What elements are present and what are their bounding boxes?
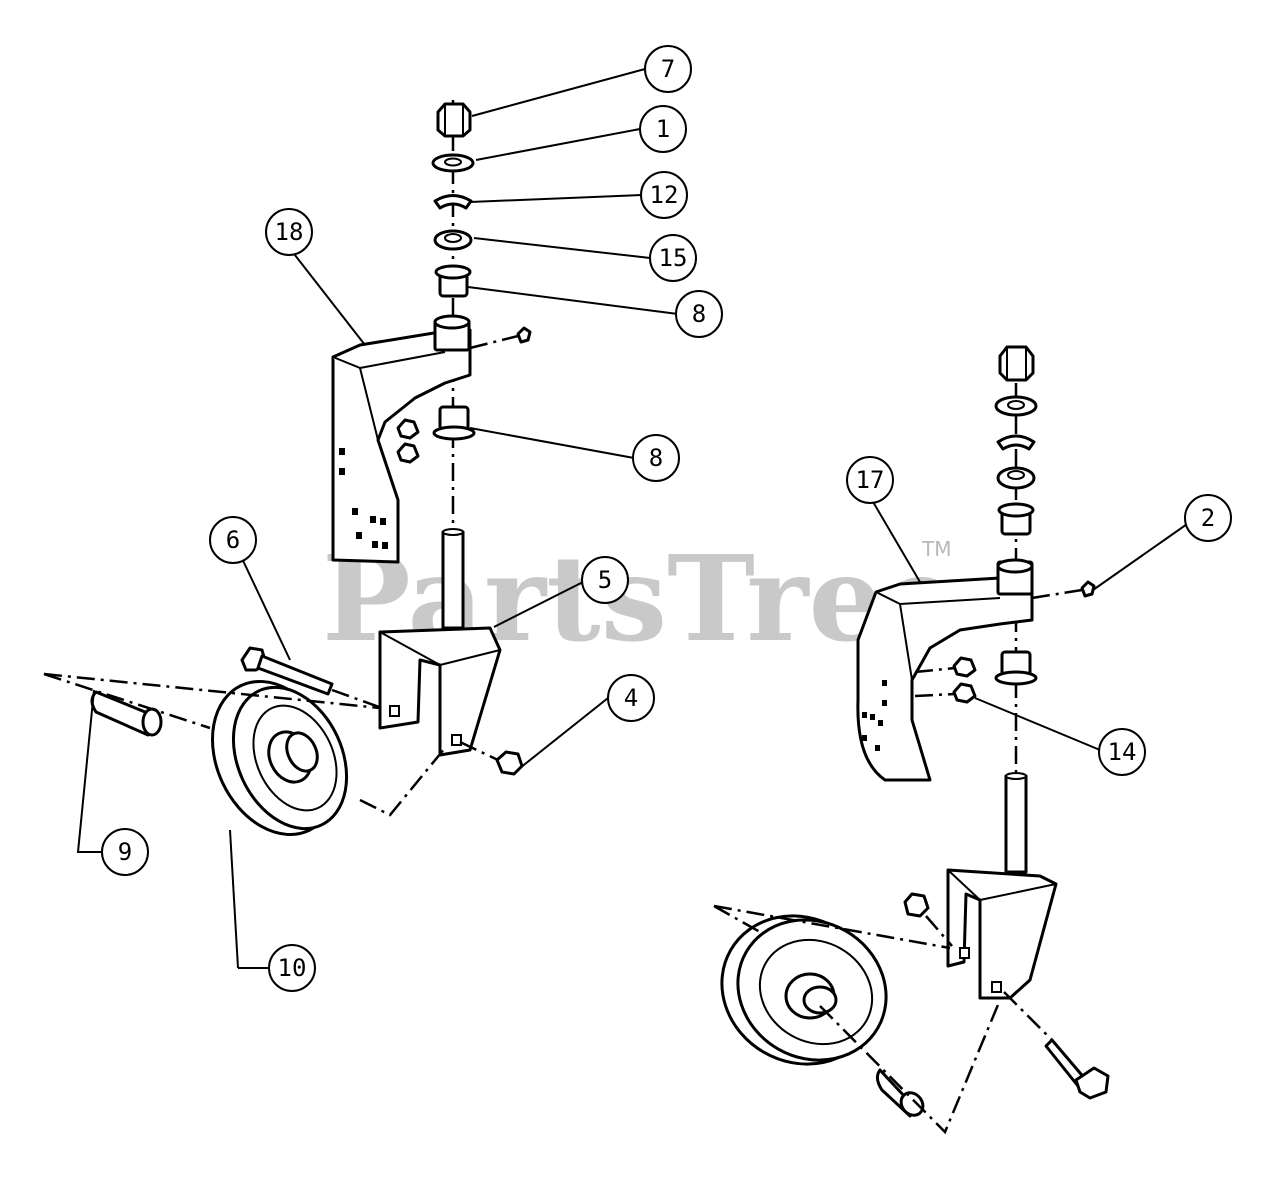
callout-8-lower-label: 8 [649,444,663,472]
callout-1-label: 1 [656,115,670,143]
callout-4[interactable]: 4 [607,674,655,722]
left-thrust-washer-part[interactable] [433,229,473,251]
left-axle-nut-part[interactable] [495,750,524,776]
left-upper-bushing-part[interactable] [434,264,472,298]
callout-8-upper[interactable]: 8 [675,290,723,338]
right-nut-line-b [914,692,956,698]
callout-9[interactable]: 9 [101,828,149,876]
callout-2[interactable]: 2 [1184,494,1232,542]
callout-10-label: 10 [278,954,307,982]
left-caster-fork-part[interactable] [378,626,502,757]
right-bolt-line [1003,991,1053,1041]
right-washer-part[interactable] [994,395,1038,417]
left-wheel-line-c [359,747,446,817]
right-bracket-nuts-part[interactable] [952,656,977,704]
callout-18-label: 18 [275,218,304,246]
left-washer-part[interactable] [431,153,475,173]
left-bracket-nuts-part[interactable] [396,418,420,464]
right-fitting-line [1031,588,1083,600]
callout-8-upper-label: 8 [692,300,706,328]
callout-7[interactable]: 7 [644,45,692,93]
left-mounting-bracket-part[interactable] [331,314,472,564]
left-lock-washer-part[interactable] [433,194,473,210]
right-thrust-washer-part[interactable] [996,466,1036,490]
left-caster-wheel-part[interactable] [189,661,369,855]
right-upper-bushing-part[interactable] [997,502,1035,536]
left-nut-line [459,740,499,762]
callout-leaders [76,68,1191,969]
left-bolt-line [331,688,383,710]
callout-8-lower[interactable]: 8 [632,434,680,482]
callout-15-label: 15 [659,244,688,272]
right-wheel-line-c [819,999,1002,1135]
left-wheel-spacer-part[interactable] [90,690,163,737]
right-caster-fork-part[interactable] [946,868,1058,1000]
callout-6-label: 6 [226,526,240,554]
right-mounting-bracket-part[interactable] [856,558,1034,782]
right-caster-assembly [695,345,1110,1135]
callout-14[interactable]: 14 [1098,728,1146,776]
callout-7-label: 7 [661,55,675,83]
left-caster-assembly [43,100,532,855]
callout-18[interactable]: 18 [265,208,313,256]
right-grease-fitting-part[interactable] [1080,580,1096,598]
callout-1[interactable]: 1 [639,105,687,153]
right-axle-nut-part[interactable] [903,892,930,918]
callout-4-label: 4 [624,684,638,712]
right-nut-line-a [914,666,956,674]
callout-10[interactable]: 10 [268,944,316,992]
callout-14-label: 14 [1108,738,1137,766]
right-wheel-line-a [713,904,951,950]
callout-12-label: 12 [650,181,679,209]
watermark-trademark: TM [921,537,951,561]
callout-17-label: 17 [856,466,885,494]
right-caster-wheel-part[interactable] [695,888,912,1093]
callout-2-label: 2 [1201,504,1215,532]
left-caster-stem-part[interactable] [441,528,465,630]
right-nut-line-c [925,915,953,947]
right-nut-part[interactable] [998,345,1035,382]
left-grease-fitting-part[interactable] [516,326,532,344]
callout-6[interactable]: 6 [209,516,257,564]
callout-12[interactable]: 12 [640,171,688,219]
callout-5-label: 5 [598,566,612,594]
callout-9-label: 9 [118,838,132,866]
left-wheel-line-a [43,672,381,710]
left-nut-part[interactable] [436,102,472,138]
right-caster-stem-part[interactable] [1004,772,1028,874]
right-lock-washer-part[interactable] [996,434,1036,451]
left-axle-bolt-part[interactable] [240,646,334,696]
right-lower-bushing-part[interactable] [994,650,1038,686]
left-lower-bushing-part[interactable] [432,405,476,441]
right-wheel-line-b [713,904,761,934]
callout-5[interactable]: 5 [581,556,629,604]
right-axle-bolt-part[interactable] [1044,1038,1110,1100]
callout-15[interactable]: 15 [649,234,697,282]
left-wheel-line-b [43,672,211,730]
callout-17[interactable]: 17 [846,456,894,504]
left-fitting-line [469,334,519,350]
right-wheel-spacer-part[interactable] [875,1068,927,1120]
